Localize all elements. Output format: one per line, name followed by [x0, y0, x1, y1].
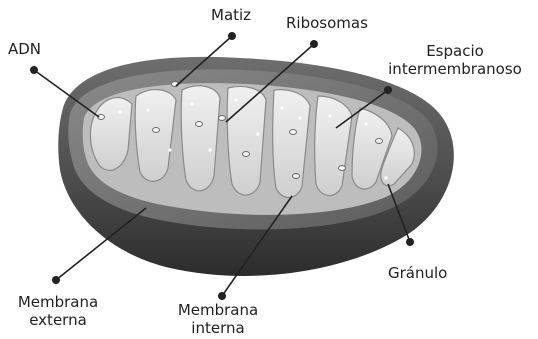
label-espacio-intermembranoso: Espacio intermembranoso [380, 42, 530, 78]
label-adn: ADN [8, 40, 41, 58]
granule [290, 130, 297, 135]
dot-adn [30, 66, 38, 74]
granule [293, 174, 300, 179]
granule [243, 152, 250, 157]
label-membrana-interna-line1: Membrana [168, 301, 268, 319]
granule [219, 116, 226, 121]
label-matiz: Matiz [211, 6, 251, 24]
label-membrana-interna-line2: interna [168, 319, 268, 337]
granule [339, 166, 346, 171]
label-membrana-externa-line2: externa [8, 311, 108, 329]
granule [196, 122, 203, 127]
dot-membrana-externa [52, 276, 60, 284]
granule [153, 128, 160, 133]
dot-membrana-interna [218, 292, 226, 300]
granule [376, 139, 383, 144]
label-ribosomas: Ribosomas [286, 14, 368, 32]
crista-3 [181, 86, 220, 191]
dot-espacio [384, 86, 392, 94]
dot-matiz [228, 32, 236, 40]
dot-granulo [406, 238, 414, 246]
label-espacio-line1: Espacio [380, 42, 530, 60]
label-espacio-line2: intermembranoso [380, 60, 530, 78]
label-membrana-externa: Membrana externa [8, 293, 108, 329]
label-granulo: Gránulo [388, 264, 447, 282]
label-membrana-interna: Membrana interna [168, 301, 268, 337]
dot-ribosomas [310, 40, 318, 48]
label-membrana-externa-line1: Membrana [8, 293, 108, 311]
